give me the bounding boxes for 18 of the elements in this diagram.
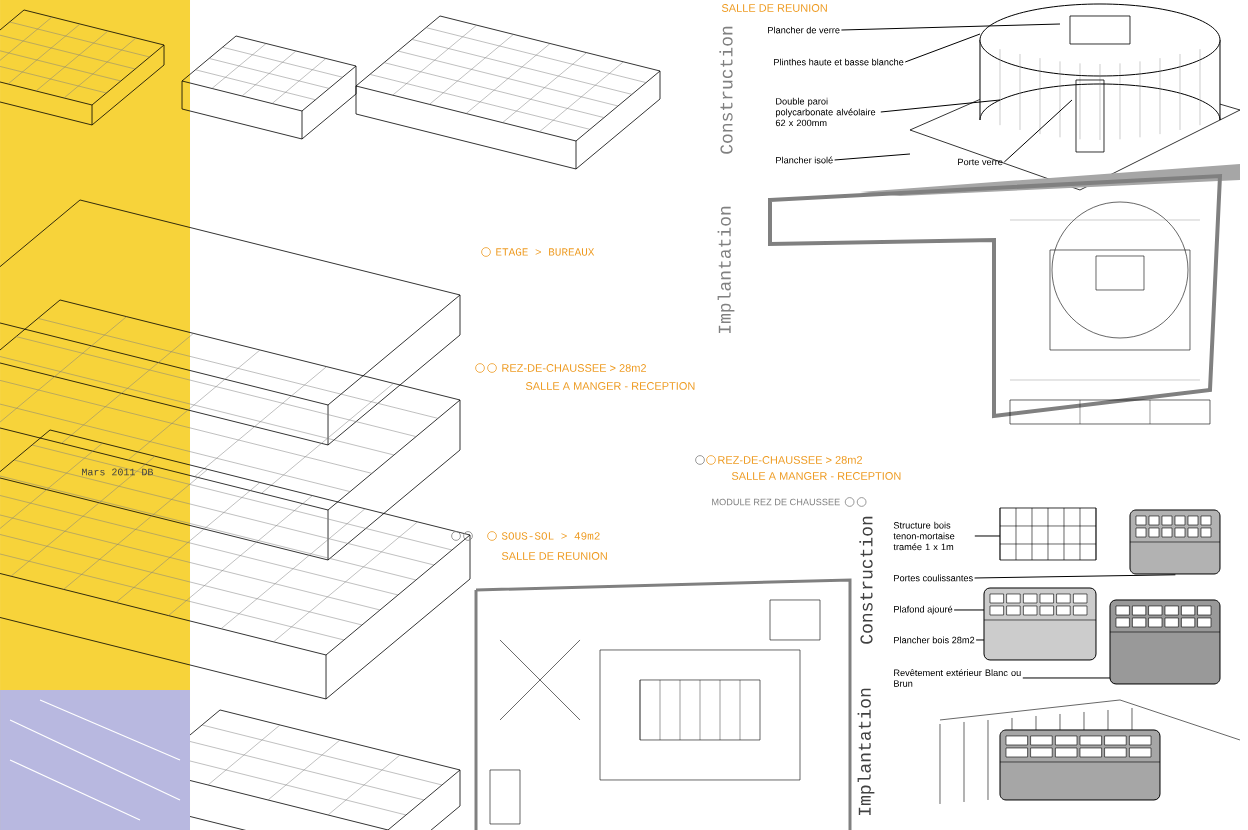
section-title: Implantation: [857, 688, 875, 815]
leader-line: [1003, 99, 1073, 163]
leader-line: [904, 33, 981, 63]
leader-line: [975, 639, 985, 641]
section-title: Construction: [859, 516, 873, 644]
module-drawing: [999, 507, 1097, 561]
leader-line: [1022, 677, 1111, 679]
leader-line: [974, 574, 1176, 579]
leader-line: [880, 99, 1001, 113]
leader-line: [834, 153, 911, 161]
leader-line: [953, 609, 985, 611]
leader-line: [840, 23, 1061, 31]
section-title: Construction: [719, 26, 733, 154]
leader-line: [974, 535, 1001, 537]
module-drawing: [983, 587, 1097, 661]
module-drawing: [1109, 599, 1221, 685]
module-drawing: [1129, 509, 1221, 575]
section-title: Implantation: [717, 206, 735, 333]
